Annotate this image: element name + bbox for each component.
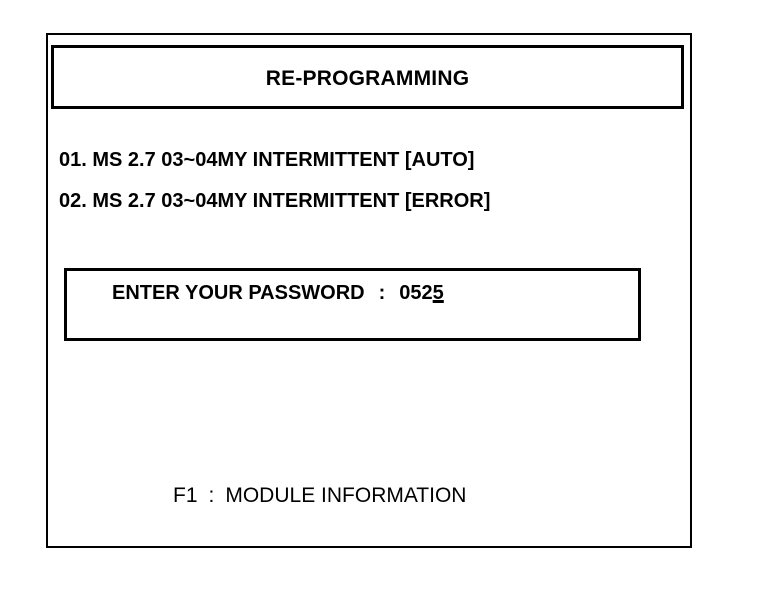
- text-cursor: 5: [432, 282, 444, 304]
- f1-module-information-option[interactable]: F1: MODULE INFORMATION: [173, 484, 466, 508]
- function-key-action: MODULE INFORMATION: [225, 484, 467, 507]
- title-bar: RE-PROGRAMMING: [51, 45, 684, 109]
- password-separator: :: [378, 282, 386, 304]
- scanner-screen: [46, 33, 692, 548]
- password-input[interactable]: 0525: [399, 282, 444, 305]
- page-title: RE-PROGRAMMING: [265, 67, 470, 90]
- password-dialog: ENTER YOUR PASSWORD:0525: [64, 268, 641, 341]
- password-entered-text: 052: [399, 282, 433, 304]
- menu-item-auto[interactable]: 01. MS 2.7 03~04MY INTERMITTENT [AUTO]: [59, 149, 475, 171]
- password-row: ENTER YOUR PASSWORD:0525: [112, 282, 444, 305]
- password-label: ENTER YOUR PASSWORD: [112, 282, 365, 304]
- function-key-separator: :: [208, 484, 215, 507]
- menu-item-error[interactable]: 02. MS 2.7 03~04MY INTERMITTENT [ERROR]: [59, 190, 491, 212]
- function-key-label: F1: [173, 484, 198, 507]
